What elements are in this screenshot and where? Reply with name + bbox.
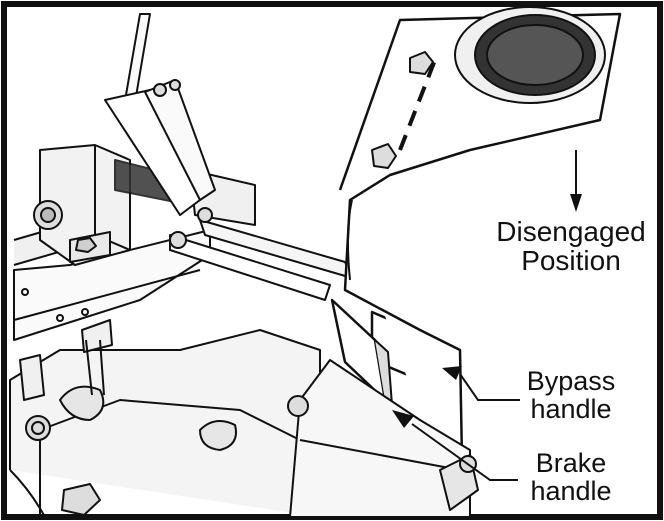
disengaged-position-label: Disengaged Position [482, 216, 660, 276]
brake-handle-label: Brake handle [516, 448, 626, 506]
disengaged-arrow [570, 150, 582, 212]
bypass-line-1: Bypass [526, 366, 616, 396]
machine-illustration [9, 6, 622, 518]
disengaged-line-1: Disengaged [496, 216, 646, 247]
brake-line-2: handle [530, 475, 612, 506]
bypass-handle-label: Bypass handle [516, 366, 626, 424]
bypass-leader [442, 366, 520, 401]
brake-leader [392, 410, 518, 481]
brake-line-1: Brake [535, 448, 607, 478]
disengaged-line-2: Position [521, 244, 621, 276]
bypass-line-2: handle [530, 393, 612, 424]
